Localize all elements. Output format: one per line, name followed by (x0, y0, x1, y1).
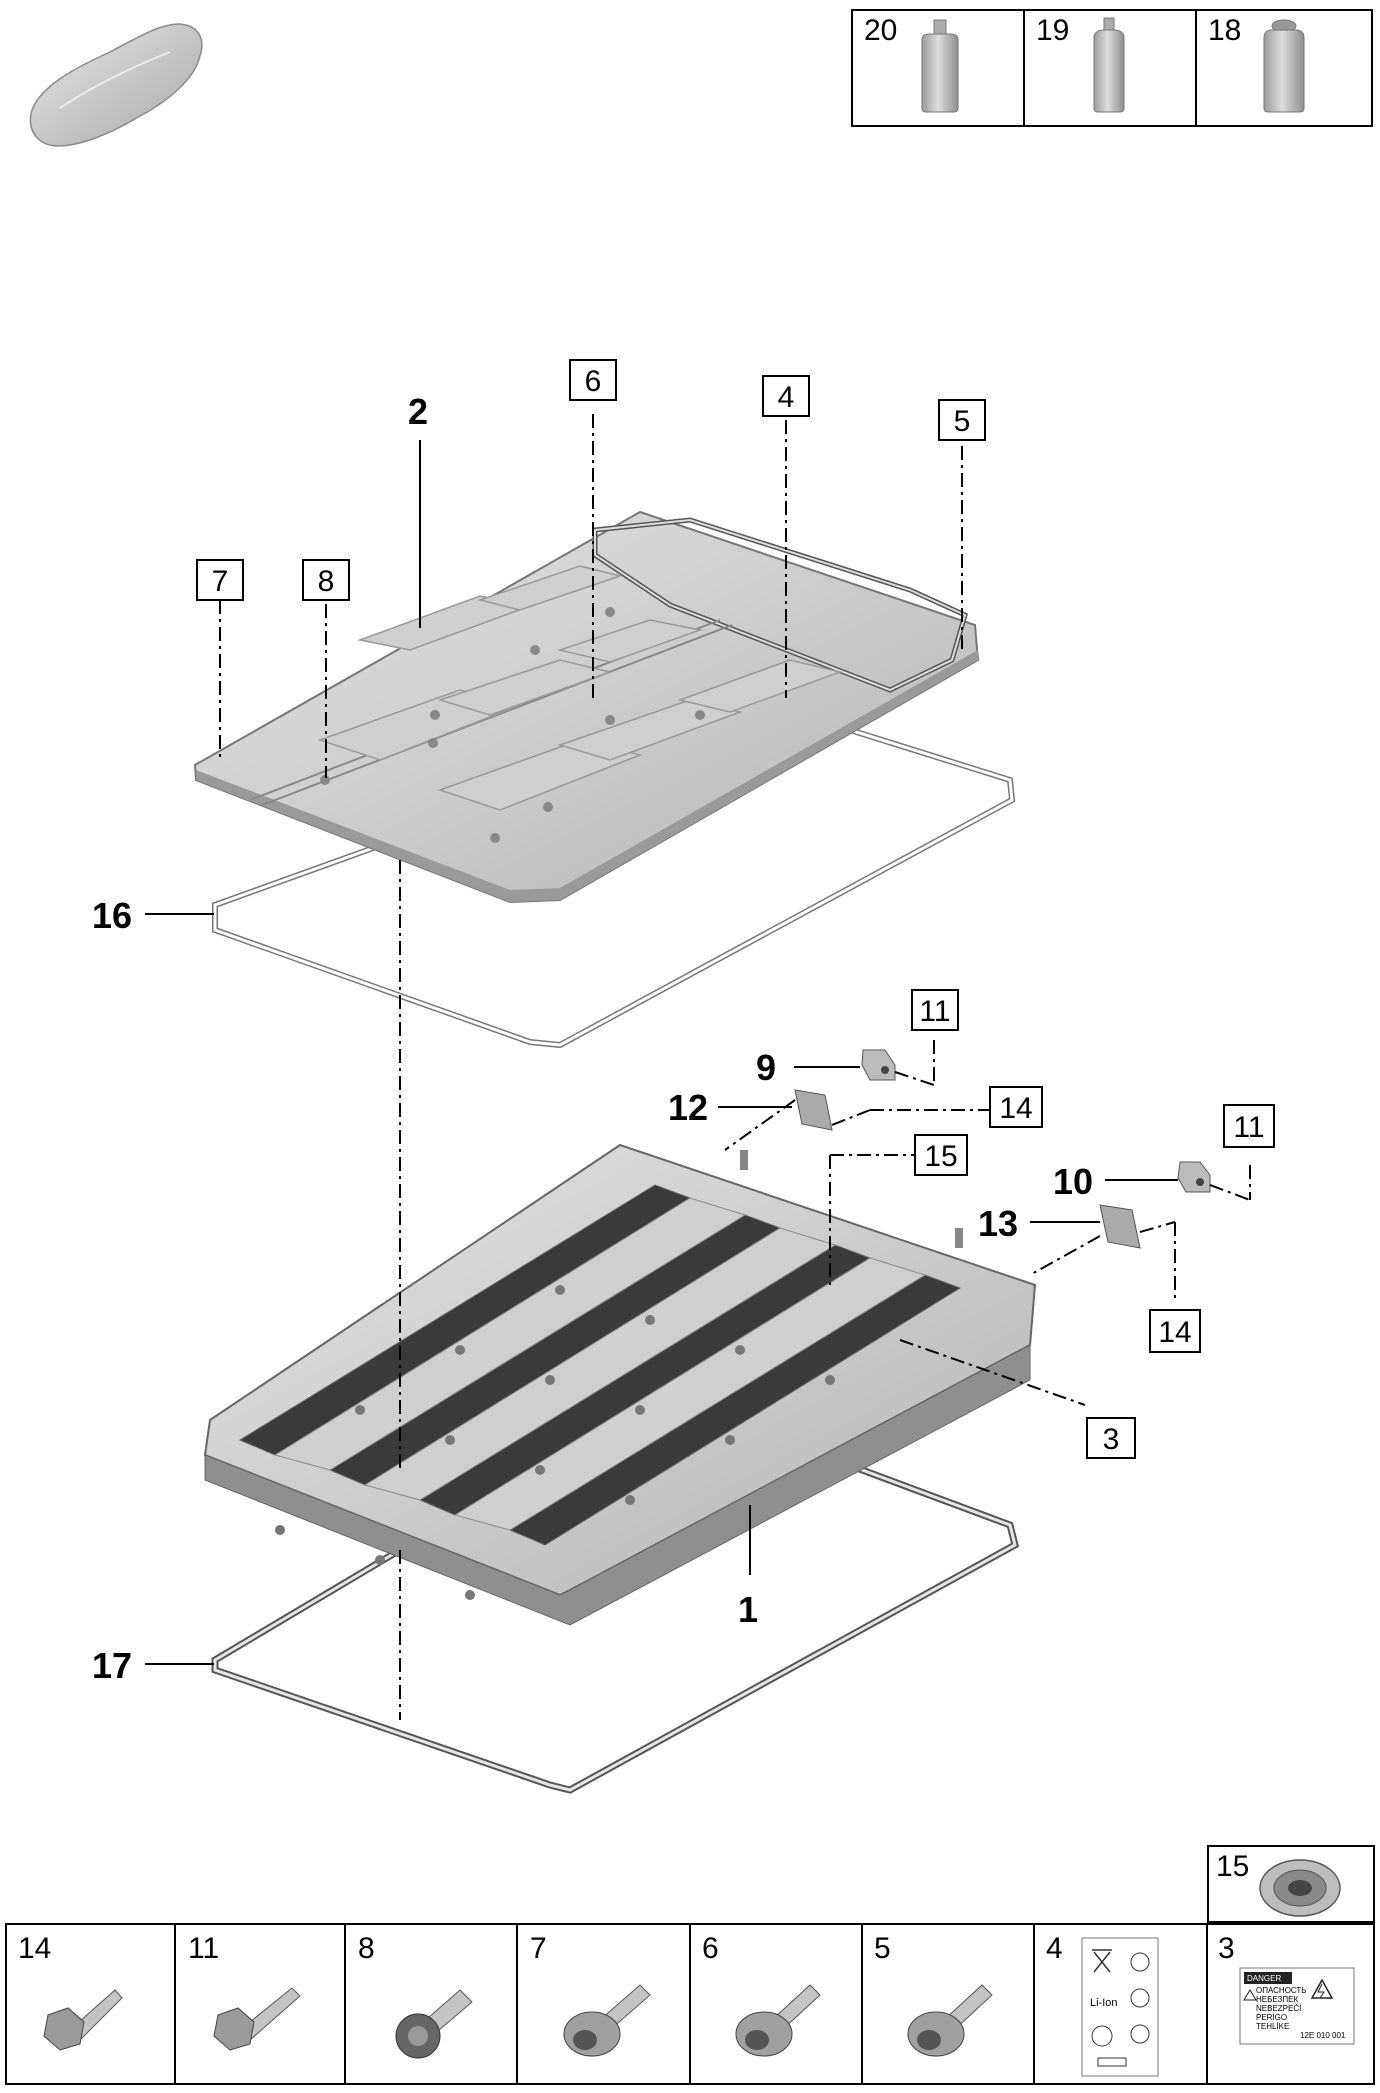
svg-text:DANGER: DANGER (1247, 1974, 1281, 1983)
callout-15[interactable]: 15 (914, 1134, 968, 1176)
callout-7[interactable]: 7 (196, 559, 244, 601)
rivet-nut-icon (1259, 1859, 1341, 1917)
li-ion-label-icon: Li-Ion (1081, 1937, 1159, 2077)
svg-text:14: 14 (999, 1092, 1032, 1125)
part-cell-4[interactable]: 4 Li-Ion (1046, 1932, 1159, 2077)
battery-housing-frame-1 (203, 1143, 1037, 1626)
bracket-10 (1177, 1161, 1211, 1193)
callout-11-lower[interactable]: 11 (1223, 1104, 1275, 1148)
bolt-icon (43, 1989, 123, 2051)
leader-lines (145, 414, 1251, 1720)
flange-screw-icon (907, 1984, 993, 2057)
svg-text:15: 15 (924, 1140, 957, 1173)
part-cell-14[interactable]: 14 (18, 1932, 123, 2051)
svg-text:NEBEZPEČÍ: NEBEZPEČÍ (1256, 2004, 1302, 2013)
callout-11-upper[interactable]: 11 (911, 989, 959, 1031)
callout-17[interactable]: 17 (92, 1645, 132, 1686)
bracket-9 (861, 1049, 896, 1081)
svg-text:11: 11 (1233, 1111, 1264, 1144)
callout-1[interactable]: 1 (738, 1589, 758, 1630)
fluid-number: 20 (864, 14, 897, 47)
part-cell-5[interactable]: 5 (874, 1932, 993, 2057)
callout-3[interactable]: 3 (1086, 1417, 1136, 1459)
svg-text:4: 4 (1046, 1932, 1063, 1965)
svg-text:6: 6 (585, 365, 602, 398)
bracket-12 (794, 1089, 833, 1131)
svg-text:НЕБЕЗПЕК: НЕБЕЗПЕК (1256, 1995, 1298, 2004)
svg-text:3: 3 (1218, 1932, 1235, 1965)
danger-label-icon: DANGER ОПАСНОСТЬ НЕБЕЗПЕК NEBEZPEČÍ PERI… (1239, 1967, 1355, 2045)
svg-text:TEHLİKE: TEHLİKE (1256, 2022, 1289, 2031)
svg-text:14: 14 (1158, 1316, 1191, 1349)
svg-text:5: 5 (874, 1932, 891, 1965)
callout-2[interactable]: 2 (408, 391, 428, 432)
part-cell-6[interactable]: 6 (702, 1932, 821, 2057)
bottle-icon (1263, 19, 1305, 113)
part-cell-11[interactable]: 11 (188, 1932, 301, 2051)
svg-text:7: 7 (530, 1932, 547, 1965)
fluids-table: 20 19 18 (851, 9, 1373, 127)
svg-text:8: 8 (358, 1932, 375, 1965)
fluid-number: 19 (1036, 14, 1069, 47)
callout-9[interactable]: 9 (756, 1047, 776, 1088)
svg-text:Li-Ion: Li-Ion (1090, 1997, 1118, 2009)
svg-text:5: 5 (954, 405, 971, 438)
callout-14-upper[interactable]: 14 (989, 1086, 1043, 1128)
bolt-icon (213, 1987, 301, 2051)
part-cell-8[interactable]: 8 (358, 1932, 473, 2059)
part-cell-7[interactable]: 7 (530, 1932, 651, 2057)
callout-8[interactable]: 8 (302, 559, 350, 601)
flange-screw-icon (563, 1984, 651, 2057)
svg-text:14: 14 (18, 1932, 51, 1965)
vehicle-thumbnail-icon (29, 23, 203, 147)
svg-text:PERIGO: PERIGO (1256, 2013, 1287, 2022)
callout-10[interactable]: 10 (1053, 1161, 1093, 1202)
fluid-cell-20[interactable]: 20 (864, 14, 959, 113)
fluid-cell-19[interactable]: 19 (1036, 14, 1125, 113)
svg-text:7: 7 (212, 565, 229, 598)
fluid-cell-18[interactable]: 18 (1208, 14, 1305, 113)
part-number: 15 (1216, 1850, 1249, 1883)
callout-14-lower[interactable]: 14 (1149, 1309, 1201, 1353)
callout-16[interactable]: 16 (92, 895, 132, 936)
bracket-13 (1099, 1204, 1141, 1249)
bottle-icon (921, 19, 959, 113)
parts-row: 14 11 8 7 (5, 1923, 1375, 2085)
flange-screw-icon (735, 1984, 821, 2057)
svg-text:4: 4 (778, 381, 795, 414)
svg-text:3: 3 (1103, 1423, 1120, 1456)
bottle-icon (1093, 17, 1125, 113)
callout-13[interactable]: 13 (978, 1203, 1018, 1244)
battery-cover-plate-2 (193, 510, 980, 904)
svg-text:ОПАСНОСТЬ: ОПАСНОСТЬ (1256, 1986, 1307, 1995)
fluid-number: 18 (1208, 14, 1241, 47)
svg-text:6: 6 (702, 1932, 719, 1965)
svg-text:8: 8 (318, 565, 335, 598)
callout-4[interactable]: 4 (762, 375, 810, 417)
svg-text:11: 11 (188, 1932, 219, 1965)
svg-text:11: 11 (919, 995, 950, 1028)
callout-6[interactable]: 6 (569, 359, 617, 401)
part-cell-15[interactable]: 15 (1207, 1845, 1375, 1923)
part-cell-3[interactable]: 3 DANGER ОПАСНОСТЬ НЕБЕЗПЕК NEBEZPEČÍ PE… (1218, 1932, 1355, 2045)
ribbed-bolt-icon (395, 1989, 473, 2059)
callout-12[interactable]: 12 (668, 1087, 708, 1128)
callout-5[interactable]: 5 (938, 399, 986, 441)
svg-text:12E 010 001: 12E 010 001 (1300, 2031, 1346, 2040)
